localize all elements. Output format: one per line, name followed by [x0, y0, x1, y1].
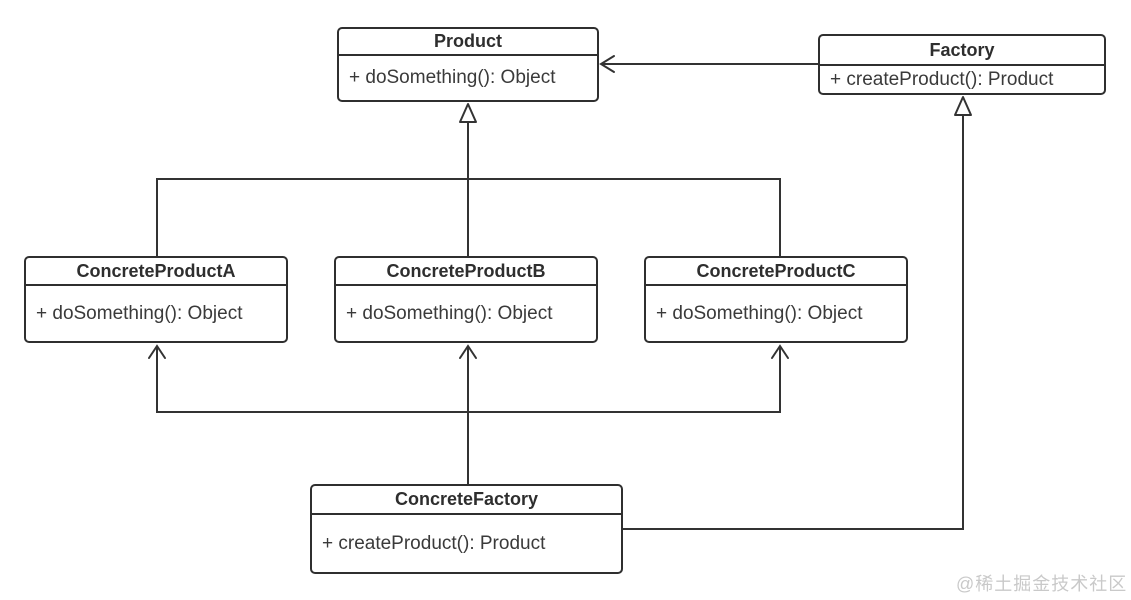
inheritance-connector-top — [156, 178, 781, 256]
creates-connector-bottom — [156, 347, 781, 413]
open-arrowhead-left-icon — [599, 55, 615, 73]
class-concrete-product-a-title: ConcreteProductA — [26, 258, 286, 286]
watermark-text: @稀土掘金技术社区 — [956, 574, 1128, 594]
class-concrete-product-c: ConcreteProductC + doSomething(): Object — [644, 256, 908, 343]
inheritance-triangle-product-icon — [459, 103, 477, 123]
class-concrete-product-c-member: + doSomething(): Object — [656, 302, 863, 324]
class-concrete-product-b-title: ConcreteProductB — [336, 258, 596, 286]
class-concrete-product-c-title: ConcreteProductC — [646, 258, 906, 286]
class-factory: Factory + createProduct(): Product — [818, 34, 1106, 95]
class-concrete-product-a: ConcreteProductA + doSomething(): Object — [24, 256, 288, 343]
open-arrowhead-up-a-icon — [148, 344, 166, 359]
class-product: Product + doSomething(): Object — [337, 27, 599, 102]
class-concrete-factory: ConcreteFactory + createProduct(): Produ… — [310, 484, 623, 574]
class-product-member: + doSomething(): Object — [349, 67, 556, 88]
class-factory-member: + createProduct(): Product — [830, 68, 1054, 90]
inheritance-triangle-factory-icon — [954, 96, 972, 116]
class-concrete-product-a-member: + doSomething(): Object — [36, 302, 243, 324]
class-concrete-product-b-member: + doSomething(): Object — [346, 302, 553, 324]
class-product-title: Product — [339, 29, 597, 56]
class-concrete-factory-title: ConcreteFactory — [312, 486, 621, 515]
class-concrete-factory-member: + createProduct(): Product — [322, 532, 546, 554]
class-concrete-product-b: ConcreteProductB + doSomething(): Object — [334, 256, 598, 343]
inheritance-line-concretefactory-factory — [623, 115, 964, 530]
open-arrowhead-up-b-icon — [459, 344, 477, 359]
open-arrowhead-up-c-icon — [771, 344, 789, 359]
class-factory-title: Factory — [820, 36, 1104, 66]
